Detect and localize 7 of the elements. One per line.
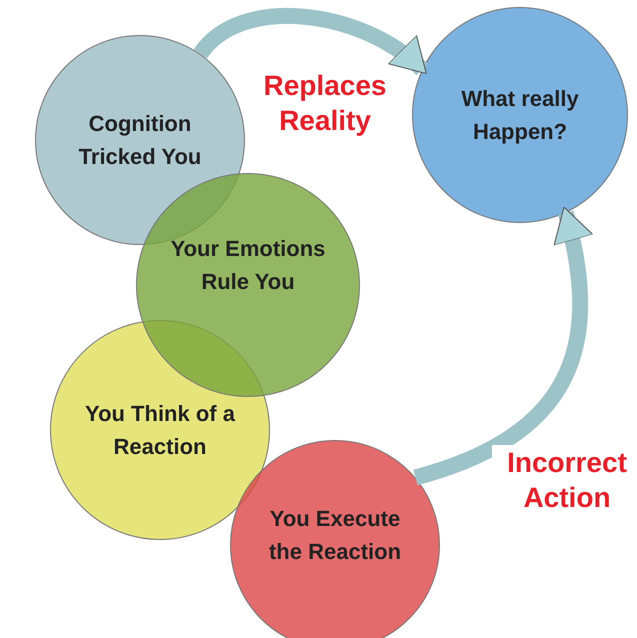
node-label: You Execute the Reaction <box>268 505 402 566</box>
node-label: You Think of a Reaction <box>84 400 236 461</box>
node-label: Cognition Tricked You <box>78 110 202 171</box>
curved-arrow <box>194 8 428 76</box>
node-label: Your Emotions Rule You <box>170 235 326 296</box>
curved-arrow <box>413 206 592 486</box>
node-label: What really Happen? <box>460 85 580 146</box>
